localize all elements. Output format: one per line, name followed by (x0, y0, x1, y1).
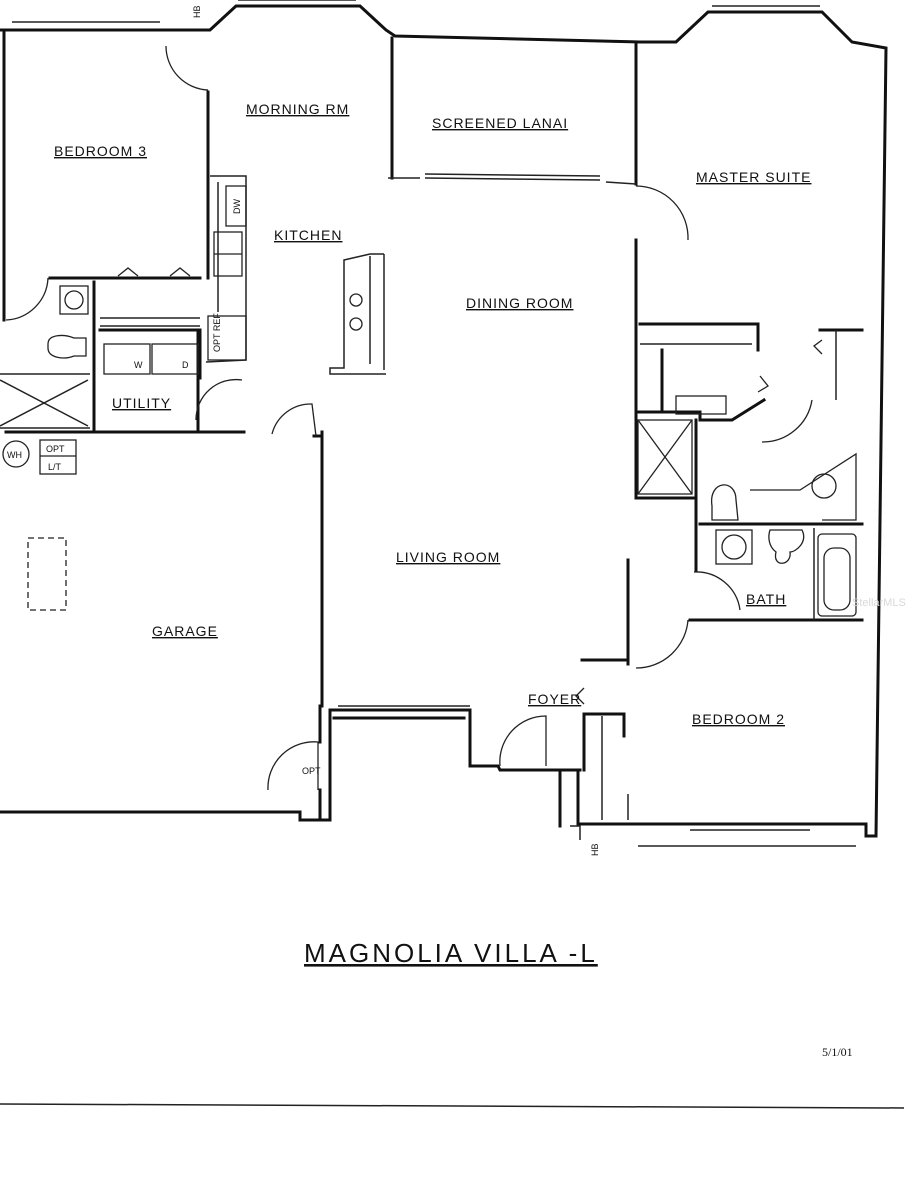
washer-label: W (134, 360, 143, 370)
washer-icon (103, 343, 151, 375)
shower-icon (637, 419, 693, 495)
opt-closet-label: OPT (302, 766, 321, 776)
room-label-bedroom-2: BEDROOM 2 (692, 711, 785, 727)
plan-date: 5/1/01 (822, 1045, 853, 1059)
room-label-foyer: FOYER (528, 691, 581, 707)
plan-title: MAGNOLIA VILLA -L (304, 938, 598, 968)
fixture-labels: DW OPT REF OPT L/T WH OPT W D HB HB (7, 5, 600, 856)
hose-bib-label-bottom: HB (590, 843, 600, 856)
room-label-garage: GARAGE (152, 623, 218, 639)
water-heater-label: WH (7, 450, 22, 460)
interior-walls (0, 36, 864, 840)
room-label-bath: BATH (746, 591, 786, 607)
dishwasher-label: DW (232, 199, 242, 214)
cooktop-burner-icon (349, 317, 363, 331)
room-label-screened-lanai: SCREENED LANAI (432, 115, 568, 131)
scan-edge-line (0, 1103, 905, 1109)
room-label-morning-room: MORNING RM (246, 101, 349, 117)
fixtures (2, 185, 857, 617)
tub-icon (750, 452, 857, 521)
room-label-bedroom-3: BEDROOM 3 (54, 143, 147, 159)
room-label-kitchen: KITCHEN (274, 227, 342, 243)
hose-bib-label-top: HB (192, 5, 202, 18)
cooktop-burner-icon (349, 293, 363, 307)
room-label-utility: UTILITY (112, 395, 171, 411)
bathtub-icon (817, 533, 857, 617)
watermark: StellarMLS (852, 597, 906, 609)
exterior-walls (0, 4, 888, 838)
room-label-master-suite: MASTER SUITE (696, 169, 811, 185)
room-labels: BEDROOM 3 MORNING RM SCREENED LANAI MAST… (54, 101, 811, 727)
opt-label: OPT (46, 444, 65, 454)
toilet-icon (768, 529, 805, 564)
room-label-living-room: LIVING ROOM (396, 549, 500, 565)
vanity-icon (675, 395, 727, 415)
windows (12, 0, 856, 847)
utility-sink-icon (59, 285, 89, 315)
dishwasher-icon (225, 185, 247, 227)
opt-ref-label: OPT REF (212, 313, 222, 352)
opt-lt-box (39, 439, 77, 475)
toilet-icon (711, 484, 739, 521)
water-heater-icon (2, 440, 30, 468)
lt-label: L/T (48, 462, 62, 472)
room-label-dining-room: DINING ROOM (466, 295, 573, 311)
garage-attic-access (27, 537, 67, 611)
toilet-icon (47, 334, 87, 359)
bath-sink-icon (715, 529, 753, 565)
doors (5, 45, 823, 791)
refrigerator-icon (207, 315, 247, 361)
dryer-icon (151, 343, 199, 375)
dryer-label: D (182, 360, 189, 370)
